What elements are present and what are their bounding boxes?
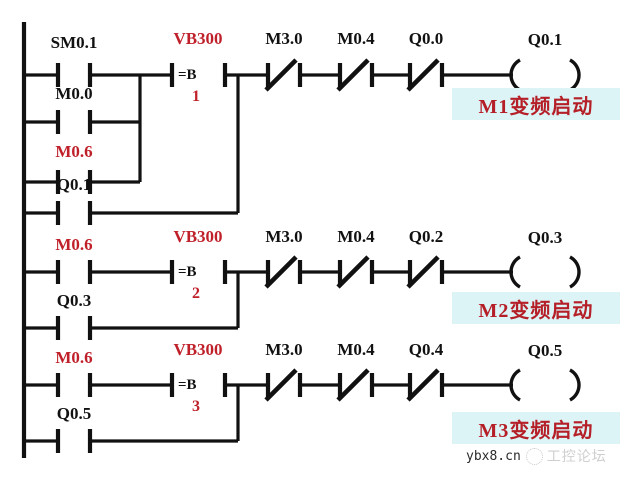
contact-m3-0-rung1[interactable]: M3.0 <box>264 29 340 92</box>
compare-operand-label-rung1: VB300 <box>173 29 222 48</box>
compare-operator-rung3: =B <box>178 377 197 393</box>
contact-label-m3-0-rung2: M3.0 <box>265 227 302 246</box>
annotation-rung-1: M1变频启动 <box>452 88 620 120</box>
contact-label-q0-5-latch: Q0.5 <box>57 404 91 423</box>
contact-label-m0-4-rung1: M0.4 <box>337 29 375 48</box>
contact-q0-3-latch[interactable]: Q0.3 <box>24 291 238 340</box>
contact-q0-4-rung3[interactable]: Q0.4 <box>406 340 513 402</box>
contact-label-m0-4-rung2: M0.4 <box>337 227 375 246</box>
contact-m0-4-rung2[interactable]: M0.4 <box>336 227 410 289</box>
rung-3: M0.6 VB300 =B 3 Q0.5 <box>24 340 581 453</box>
compare-value-rung1: 1 <box>192 88 200 105</box>
output-coil-q0-1[interactable]: Q0.1 <box>509 30 581 92</box>
coil-label-q0-5: Q0.5 <box>528 341 562 360</box>
contact-q0-1-latch[interactable]: Q0.1 <box>24 175 238 225</box>
watermark: ybx8.cn 工控论坛 <box>466 446 607 466</box>
output-coil-q0-3[interactable]: Q0.3 <box>509 228 581 289</box>
watermark-site-text: ybx8.cn <box>466 448 521 464</box>
contact-m0-4-rung3[interactable]: M0.4 <box>336 340 410 402</box>
contact-label-m0-4-rung3: M0.4 <box>337 340 375 359</box>
contact-m3-0-rung3[interactable]: M3.0 <box>264 340 340 402</box>
annotation-rung-2: M2变频启动 <box>452 292 620 324</box>
contact-m3-0-rung2[interactable]: M3.0 <box>264 227 340 289</box>
compare-value-rung3: 3 <box>192 398 200 415</box>
compare-contact-vb300-1[interactable]: VB300 =B 1 <box>169 29 228 105</box>
contact-label-q0-1-latch: Q0.1 <box>57 175 91 194</box>
contact-m0-6-rung1[interactable]: M0.6 <box>24 142 140 194</box>
compare-value-rung2: 2 <box>192 285 200 302</box>
annotation-rung-3: M3变频启动 <box>452 412 620 444</box>
compare-operator-rung2: =B <box>178 264 197 280</box>
compare-contact-vb300-2[interactable]: VB300 =B 2 <box>169 227 228 302</box>
circle-logo-icon <box>525 447 543 465</box>
compare-operator-rung1: =B <box>178 67 197 83</box>
contact-label-sm0-1: SM0.1 <box>51 33 98 52</box>
contact-m0-4-rung1[interactable]: M0.4 <box>336 29 410 92</box>
coil-label-q0-1: Q0.1 <box>528 30 562 49</box>
output-coil-q0-5[interactable]: Q0.5 <box>509 341 581 402</box>
contact-m0-0[interactable]: M0.0 <box>24 84 140 134</box>
contact-label-q0-0-rung1: Q0.0 <box>409 29 443 48</box>
watermark-forum-text: 工控论坛 <box>546 450 607 465</box>
rung-1: SM0.1 M0.0 M0.6 <box>24 29 581 225</box>
contact-m0-6-rung3[interactable]: M0.6 <box>24 348 172 397</box>
contact-m0-6-rung2[interactable]: M0.6 <box>24 235 172 284</box>
rung-2: M0.6 VB300 =B 2 Q0.3 <box>24 227 581 340</box>
contact-q0-5-latch[interactable]: Q0.5 <box>24 404 238 453</box>
contact-q0-0-rung1[interactable]: Q0.0 <box>406 29 513 92</box>
coil-label-q0-3: Q0.3 <box>528 228 562 247</box>
contact-label-m0-0: M0.0 <box>55 84 92 103</box>
contact-label-q0-4-rung3: Q0.4 <box>409 340 444 359</box>
contact-label-m3-0-rung3: M3.0 <box>265 340 302 359</box>
contact-label-m0-6-rung3: M0.6 <box>55 348 92 367</box>
compare-contact-vb300-3[interactable]: VB300 =B 3 <box>169 340 228 415</box>
contact-q0-2-rung2[interactable]: Q0.2 <box>406 227 513 289</box>
contact-label-q0-3-latch: Q0.3 <box>57 291 91 310</box>
compare-operand-label-rung2: VB300 <box>173 227 222 246</box>
contact-label-m0-6-rung2: M0.6 <box>55 235 92 254</box>
contact-label-m0-6-rung1: M0.6 <box>55 142 92 161</box>
compare-operand-label-rung3: VB300 <box>173 340 222 359</box>
contact-sm0-1[interactable]: SM0.1 <box>24 33 140 87</box>
contact-label-q0-2-rung2: Q0.2 <box>409 227 443 246</box>
contact-label-m3-0-rung1: M3.0 <box>265 29 302 48</box>
